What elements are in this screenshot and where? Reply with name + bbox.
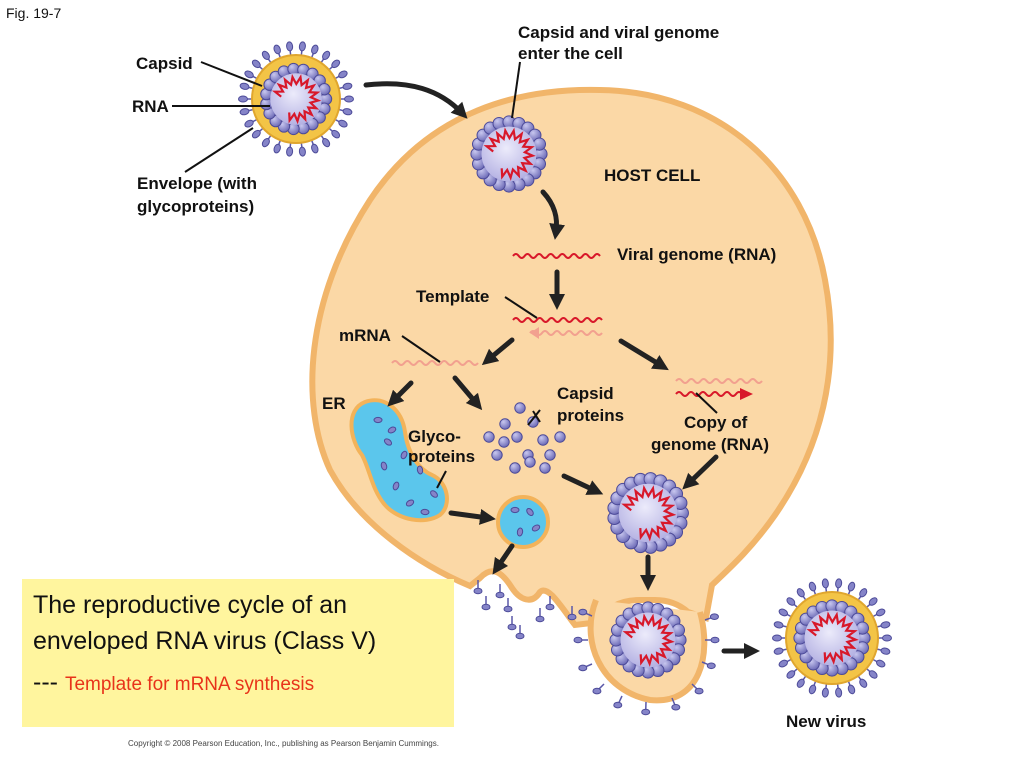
bud-glycoproteins [473, 580, 720, 716]
capsid-protein-subunit [539, 462, 551, 474]
viral-genome-label: Viral genome (RNA) [617, 245, 777, 264]
new-virus [772, 578, 892, 698]
caption-box: The reproductive cycle of an enveloped R… [22, 579, 454, 727]
envelope-label-line2: glycoproteins) [137, 197, 255, 216]
genome-copy-arrow-icon [740, 388, 753, 400]
vesicle-glycoprotein [526, 508, 534, 516]
capsid-protein-subunit [491, 449, 503, 461]
budding-capsid [609, 601, 687, 679]
capsid-proteins-label-line2: proteins [557, 406, 625, 425]
mrna-label: mRNA [339, 326, 391, 345]
glycoprotein [373, 416, 383, 424]
glycoprotein [430, 490, 438, 498]
enter-label-line2: enter the cell [518, 44, 623, 63]
capsid-protein-subunit [527, 416, 539, 428]
er-organelle [349, 398, 449, 523]
new-virus-label: New virus [786, 712, 867, 731]
capsid-protein-subunit [483, 431, 495, 443]
copy-label-line1: Copy of [684, 413, 748, 432]
capsid-protein-subunit [498, 436, 510, 448]
capsid-proteins-label-line1: Capsid [557, 384, 614, 403]
virion-outside [238, 41, 354, 157]
glycoproteins-label-line1: Glyco- [408, 427, 461, 446]
capsid-label: Capsid [136, 54, 193, 73]
copyright-notice: Copyright © 2008 Pearson Education, Inc.… [128, 739, 439, 748]
viral-genome-rna [512, 253, 601, 259]
glycoproteins-label-line2: proteins [408, 447, 476, 466]
capsid-protein-subunit [511, 431, 523, 443]
genome-copy-red [675, 391, 743, 397]
host-cell-label: HOST CELL [604, 166, 701, 185]
glycoprotein [387, 426, 397, 434]
glycoprotein [392, 481, 400, 491]
er-label: ER [322, 394, 346, 413]
mrna-strand [391, 360, 479, 366]
capsid-protein-subunit [537, 434, 549, 446]
enter-label-line1: Capsid and viral genome [518, 23, 720, 42]
template-label: Template [416, 287, 490, 306]
glycoprotein [405, 499, 415, 507]
capsid-protein-subunit [509, 462, 521, 474]
caption-line1: The reproductive cycle of an [33, 591, 348, 619]
caption-dashes: --- [33, 668, 58, 696]
transport-vesicle [496, 495, 550, 549]
rna-label: RNA [132, 97, 169, 116]
caption-note: --- Template for mRNA synthesis [33, 667, 443, 700]
capsid-protein-subunit [499, 418, 511, 430]
assembled-capsid [607, 472, 689, 554]
glycoprotein [400, 450, 408, 460]
mrna-direction-icon [530, 327, 539, 339]
copy-label-line2: genome (RNA) [651, 435, 770, 454]
capsid-entering [470, 115, 548, 193]
vesicle-glycoprotein [531, 524, 541, 532]
caption-note-text: Template for mRNA synthesis [64, 674, 315, 695]
mrna-on-template [529, 330, 603, 336]
capsid-protein-subunit [544, 449, 556, 461]
envelope-label-line1: Envelope (with [137, 174, 257, 193]
vesicle-glycoprotein [516, 527, 524, 537]
host-cell [309, 86, 834, 629]
caption-line2: enveloped RNA virus (Class V) [33, 627, 377, 655]
capsid-protein-subunit [524, 456, 536, 468]
figure-number: Fig. 19-7 [6, 5, 62, 21]
pathway-arrows [363, 81, 761, 660]
glycoprotein [416, 465, 424, 475]
genome-copy-pink [675, 378, 763, 384]
template-strand [512, 317, 603, 323]
glycoprotein [420, 508, 430, 516]
glycoprotein [380, 461, 388, 471]
capsid-protein-subunit [514, 402, 526, 414]
capsid-protein-subunit [554, 431, 566, 443]
pointer-lines [172, 61, 718, 489]
glycoprotein [383, 438, 393, 446]
vesicle-glycoprotein [510, 506, 520, 514]
